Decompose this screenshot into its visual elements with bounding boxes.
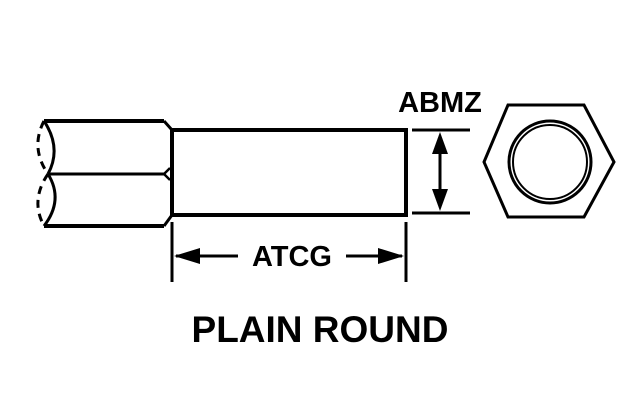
arrow-down-icon: [432, 189, 448, 211]
height-dimension-label: ABMZ: [398, 87, 482, 119]
round-tip: [170, 128, 408, 217]
round-tip-inner-circle: [512, 124, 588, 200]
height-dimension: ABMZ: [398, 87, 482, 215]
diagram-title: PLAIN ROUND: [192, 309, 449, 350]
hexagon-outline: [482, 103, 616, 219]
end-view: [482, 103, 616, 219]
round-tip-circle: [507, 119, 593, 205]
arrow-left-icon: [174, 248, 200, 264]
arrow-up-icon: [432, 132, 448, 154]
length-dimension: ATCG: [170, 222, 408, 282]
length-dimension-label: ATCG: [252, 241, 332, 273]
hex-shank: [36, 119, 174, 228]
arrow-right-icon: [378, 248, 404, 264]
